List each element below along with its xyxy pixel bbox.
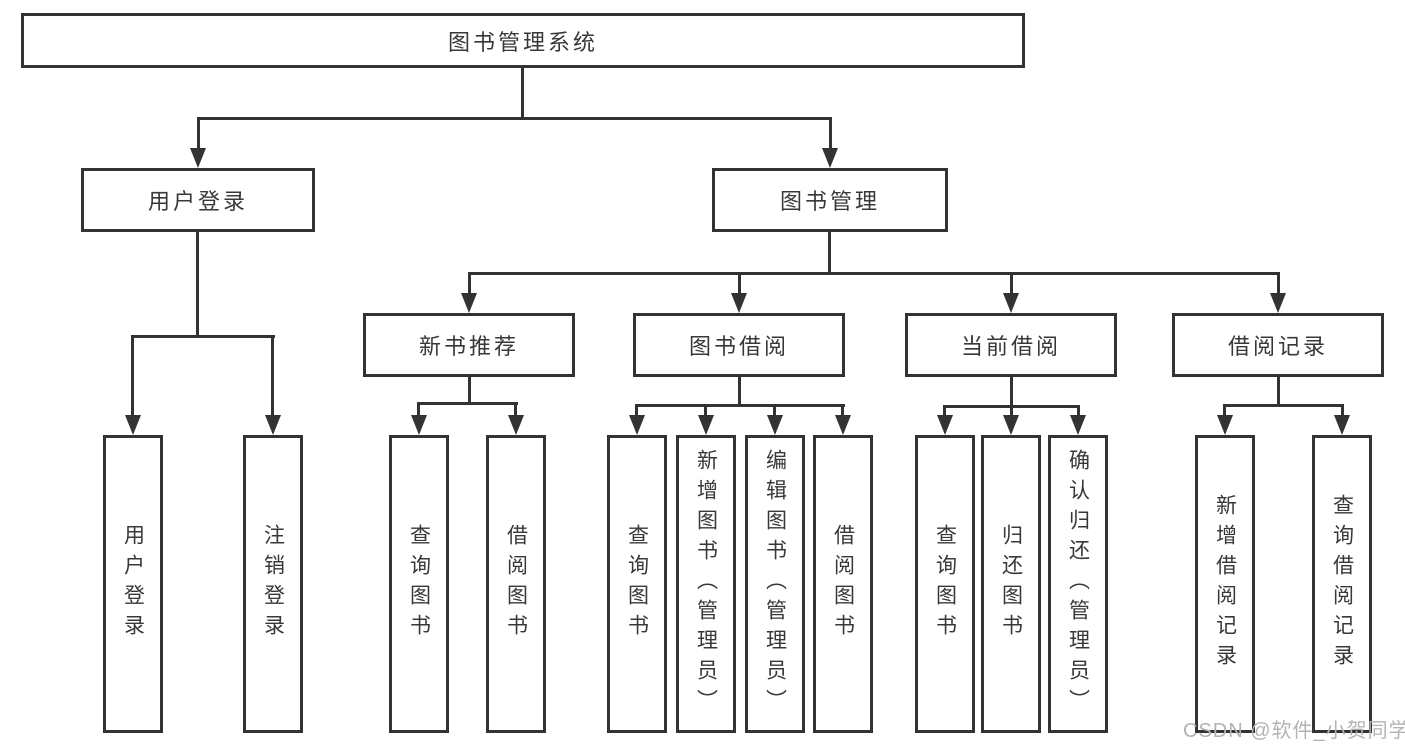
- connector-drop: [1077, 405, 1080, 420]
- node-label: 确认归还（管理员）: [1066, 449, 1090, 719]
- connector-drop: [131, 335, 134, 420]
- watermark: CSDN @软件_小贺同学: [1183, 720, 1405, 742]
- node-book-borrowing: 图书借阅: [633, 313, 845, 377]
- connector-stem: [1010, 377, 1013, 408]
- leaf-add-borrow-record: 新增借阅记录: [1195, 435, 1255, 733]
- leaf-query-books: 查询图书: [915, 435, 975, 733]
- leaf-logout: 注销登录: [243, 435, 303, 733]
- arrowhead-down-icon: [937, 415, 953, 435]
- connector-hbar: [1223, 404, 1344, 407]
- connector-drop: [271, 335, 274, 420]
- leaf-borrow-books: 借阅图书: [813, 435, 873, 733]
- node-label: 借阅图书: [504, 524, 528, 644]
- arrowhead-down-icon: [629, 415, 645, 435]
- node-book-management: 图书管理: [712, 168, 948, 232]
- connector-stem: [196, 232, 199, 338]
- connector-drop: [829, 117, 832, 152]
- leaf-add-books-admin: 新增图书（管理员）: [676, 435, 736, 733]
- leaf-query-books: 查询图书: [607, 435, 667, 733]
- leaf-return-books: 归还图书: [981, 435, 1041, 733]
- node-label: 新增图书（管理员）: [694, 449, 718, 719]
- node-label: 查询图书: [625, 524, 649, 644]
- connector-hbar: [635, 404, 845, 407]
- connector-stem: [468, 377, 471, 405]
- connector-hbar: [131, 335, 275, 338]
- arrowhead-down-icon: [265, 415, 281, 435]
- connector-stem: [738, 377, 741, 406]
- node-label: 编辑图书（管理员）: [763, 449, 787, 719]
- connector-drop: [704, 404, 707, 420]
- node-label: 借阅图书: [831, 524, 855, 644]
- node-current-borrowing: 当前借阅: [905, 313, 1117, 377]
- arrowhead-down-icon: [1003, 415, 1019, 435]
- connector-drop: [514, 402, 517, 420]
- connector-drop: [1341, 404, 1344, 420]
- node-user-login: 用户登录: [81, 168, 315, 232]
- arrowhead-down-icon: [731, 293, 747, 313]
- connector-drop: [1223, 404, 1226, 420]
- arrowhead-down-icon: [1270, 293, 1286, 313]
- arrowhead-down-icon: [508, 415, 524, 435]
- node-label: 用户登录: [121, 524, 145, 644]
- connector-drop: [943, 405, 946, 420]
- node-label: 借阅记录: [1227, 334, 1328, 359]
- arrowhead-down-icon: [1070, 415, 1086, 435]
- connector-drop: [738, 272, 741, 297]
- leaf-user-login: 用户登录: [103, 435, 163, 733]
- node-label: 图书管理系统: [447, 29, 598, 55]
- connector-hbar: [468, 272, 1280, 275]
- arrowhead-down-icon: [767, 415, 783, 435]
- connector-drop: [635, 404, 638, 420]
- connector-stem: [1277, 377, 1280, 407]
- connector-stem: [521, 68, 524, 120]
- node-borrowing-records: 借阅记录: [1172, 313, 1384, 377]
- connector-drop: [468, 272, 471, 297]
- arrowhead-down-icon: [1003, 293, 1019, 313]
- node-label: 查询借阅记录: [1330, 494, 1354, 674]
- connector-hbar: [197, 117, 832, 120]
- node-new-book-recommendation: 新书推荐: [363, 313, 575, 377]
- arrowhead-down-icon: [822, 148, 838, 168]
- leaf-query-borrow-record: 查询借阅记录: [1312, 435, 1372, 733]
- leaf-confirm-return-admin: 确认归还（管理员）: [1048, 435, 1108, 733]
- leaf-query-books: 查询图书: [389, 435, 449, 733]
- leaf-edit-books-admin: 编辑图书（管理员）: [745, 435, 805, 733]
- connector-hbar: [417, 402, 518, 405]
- connector-stem: [828, 232, 831, 274]
- node-label: 图书管理: [779, 189, 880, 214]
- arrowhead-down-icon: [461, 293, 477, 313]
- leaf-borrow-books: 借阅图书: [486, 435, 546, 733]
- connector-drop: [1010, 272, 1013, 297]
- node-label: 查询图书: [407, 524, 431, 644]
- connector-drop: [197, 117, 200, 152]
- arrowhead-down-icon: [125, 415, 141, 435]
- arrowhead-down-icon: [1334, 415, 1350, 435]
- connector-drop: [773, 404, 776, 420]
- connector-drop: [417, 402, 420, 420]
- node-label: 注销登录: [261, 524, 285, 644]
- connector-drop: [1277, 272, 1280, 297]
- node-label: 图书借阅: [688, 334, 789, 359]
- arrowhead-down-icon: [411, 415, 427, 435]
- connector-drop: [841, 404, 844, 420]
- node-label: 当前借阅: [960, 334, 1061, 359]
- arrowhead-down-icon: [190, 148, 206, 168]
- node-library-management-system: 图书管理系统: [21, 13, 1025, 68]
- node-label: 归还图书: [999, 524, 1023, 644]
- arrowhead-down-icon: [698, 415, 714, 435]
- arrowhead-down-icon: [835, 415, 851, 435]
- node-label: 新书推荐: [418, 334, 519, 359]
- node-label: 查询图书: [933, 524, 957, 644]
- connector-drop: [1010, 405, 1013, 420]
- node-label: 新增借阅记录: [1213, 494, 1237, 674]
- arrowhead-down-icon: [1217, 415, 1233, 435]
- node-label: 用户登录: [147, 189, 248, 214]
